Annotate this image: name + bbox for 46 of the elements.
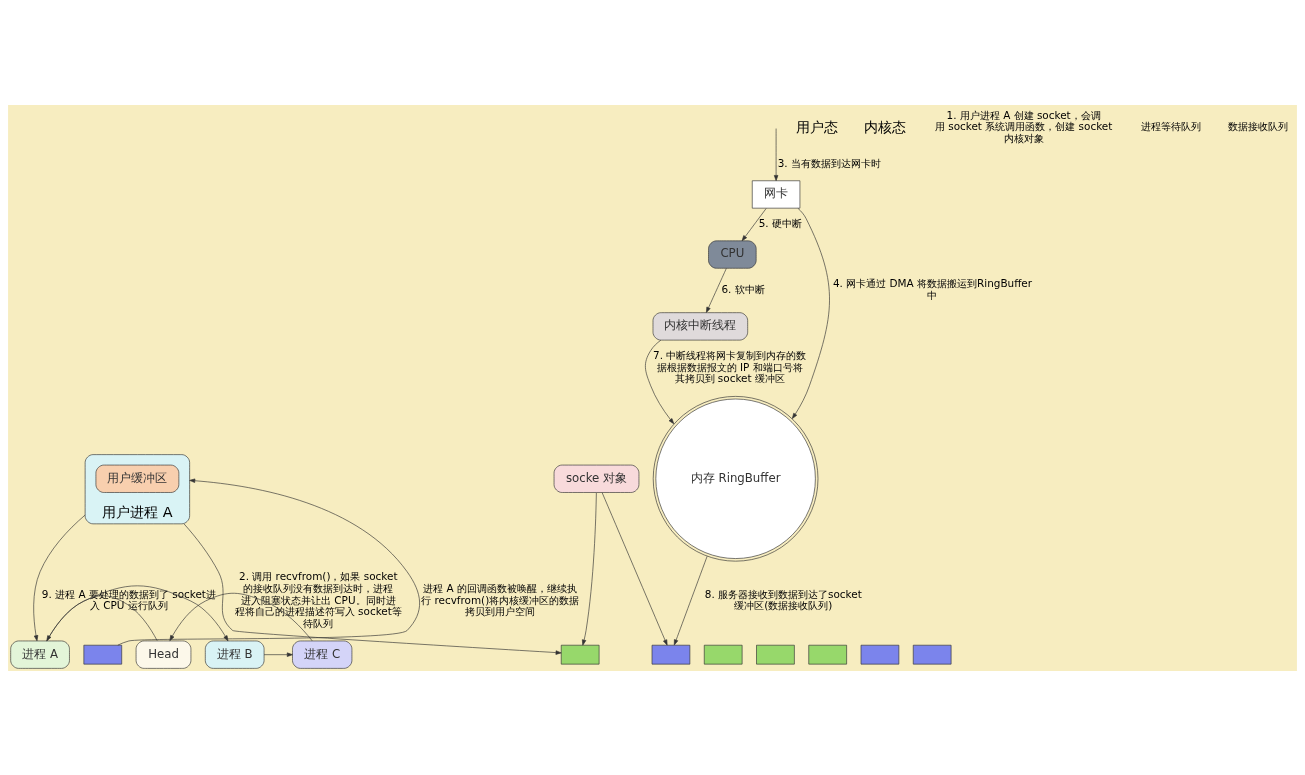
node-box bbox=[912, 644, 952, 664]
arrow bbox=[645, 339, 675, 424]
label: 内核态 bbox=[864, 118, 907, 135]
node-box bbox=[756, 644, 795, 664]
arrow bbox=[673, 555, 708, 645]
arrow bbox=[183, 523, 562, 655]
arrow bbox=[46, 594, 158, 641]
edge-label: 4. 网卡通过 DMA 将数据搬运到RingBuffer 中 bbox=[832, 276, 1033, 301]
edge-label: 3. 当有数据到达网卡时 bbox=[777, 156, 881, 169]
node-box bbox=[860, 644, 900, 664]
label: 1. 用户进程 A 创建 socket，会调用 socket 系统调用函数，创建 socket 内核对象 bbox=[934, 108, 1113, 144]
edge-label: 6. 软中断 bbox=[721, 282, 765, 295]
node-box bbox=[651, 644, 691, 664]
node-box bbox=[83, 644, 123, 664]
arrow bbox=[46, 585, 229, 641]
node-box: 用户缓冲区 bbox=[95, 464, 180, 493]
label: 用户态 bbox=[796, 118, 839, 135]
node-box bbox=[808, 644, 847, 664]
label: 进程等待队列 bbox=[1141, 119, 1202, 132]
arrow bbox=[582, 491, 597, 645]
node-box: CPU bbox=[708, 240, 757, 269]
node-box: 进程 A bbox=[10, 640, 70, 669]
arrow bbox=[741, 207, 767, 241]
edge-label: 7. 中断线程将网卡复制到内存的数据根据数据报文的 IP 和端口号将其拷贝到 socket 缓冲区 bbox=[653, 348, 807, 384]
label: 数据接收队列 bbox=[1228, 119, 1289, 132]
node-box: 内核中断线程 bbox=[652, 311, 748, 340]
arrow bbox=[263, 652, 293, 657]
node-box bbox=[703, 644, 743, 664]
edge-label: 进程 A 的回调函数被唤醒，继续执行 recvfrom()将内核缓冲区的数据拷贝到用户空间 bbox=[421, 581, 580, 617]
arrow bbox=[706, 267, 727, 313]
node-box: socke 对象 bbox=[553, 464, 640, 493]
node-box: 进程 C bbox=[292, 640, 353, 669]
edge-label: 5. 硬中断 bbox=[758, 216, 802, 229]
arrow bbox=[169, 592, 313, 641]
arrow bbox=[117, 478, 420, 645]
arrow bbox=[773, 127, 779, 181]
edge-label: 2. 调用 recvfrom()，如果 socket 的接收队列没有数据到达时，进程进入阻塞状态并让出 CPU。同时进程将自己的进程描述符写入 socket等待队列 bbox=[234, 569, 402, 629]
edge-label: 9. 进程 A 要处理的数据到了 socket进入 CPU 运行队列 bbox=[41, 587, 216, 611]
arrow bbox=[792, 207, 830, 419]
node-box bbox=[560, 644, 600, 664]
node-box: 进程 B bbox=[204, 640, 265, 669]
edge-label: 8. 服务器接收到数据到达了socket 缓冲区(数据接收队列) bbox=[704, 587, 862, 611]
node-box: 网卡 bbox=[751, 179, 801, 208]
arrow bbox=[33, 514, 86, 641]
arrow bbox=[601, 491, 668, 645]
node-box: Head bbox=[135, 640, 192, 669]
